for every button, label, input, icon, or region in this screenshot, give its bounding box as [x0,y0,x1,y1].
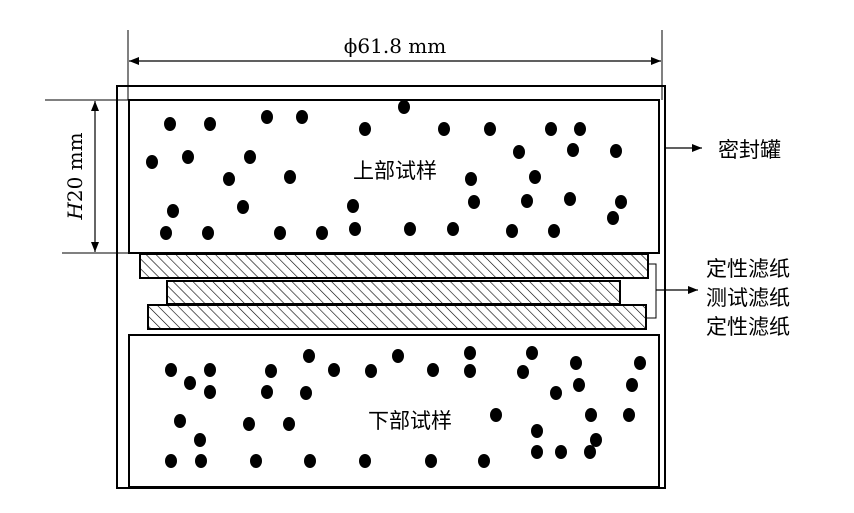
particle [634,356,646,370]
particle [398,100,410,114]
particle [584,445,596,459]
particle [517,365,529,379]
particle [506,224,518,238]
particle [347,199,359,213]
particle [531,424,543,438]
particle [328,363,340,377]
particle [392,349,404,363]
particle [610,144,622,158]
particle [265,364,277,378]
lower-sample-particles [165,346,646,468]
particle [607,211,619,225]
particle [182,150,194,164]
particle [174,414,186,428]
particle [615,195,627,209]
particle [261,385,273,399]
particle [202,226,214,240]
particle [464,364,476,378]
particle [204,363,216,377]
particle [425,454,437,468]
particle [165,454,177,468]
height-label: H20 mm [63,132,87,220]
particle [529,170,541,184]
particle [195,454,207,468]
particle [590,433,602,447]
particle [404,222,416,236]
particle [296,110,308,124]
particle [573,378,585,392]
particle [465,172,477,186]
filter-top-label: 定性滤纸 [706,257,790,281]
particle [359,122,371,136]
particle [283,417,295,431]
particle [237,200,249,214]
particle [284,170,296,184]
particle [303,349,315,363]
qualitative-filter-paper-bottom [147,304,647,330]
upper-sample-label: 上部试样 [353,159,437,183]
particle [623,408,635,422]
particle [447,222,459,236]
particle [365,364,377,378]
particle [194,433,206,447]
particle [438,122,450,136]
qualitative-filter-paper-top [139,253,649,279]
particle [184,376,196,390]
particle [274,226,286,240]
particle [570,356,582,370]
diameter-label: ϕ61.8 mm [344,34,446,58]
particle [223,172,235,186]
particle [316,226,328,240]
diameter-dimension: ϕ61.8 mm [127,30,663,100]
sealed-tank-label: 密封罐 [718,138,781,162]
particle [521,194,533,208]
particle [564,192,576,206]
lower-sample-label: 下部试样 [368,409,452,433]
upper-sample-particles [146,100,627,240]
upper-sample [128,99,660,254]
particle [567,143,579,157]
particle [626,378,638,392]
particle [261,110,273,124]
particle [478,454,490,468]
particle [490,408,502,422]
particle [574,122,586,136]
sealed-tank-callout: 密封罐 [665,138,781,162]
particle [359,454,371,468]
test-filter-paper [166,280,621,305]
filter-test-label: 测试滤纸 [706,286,790,310]
filter-bottom-label: 定性滤纸 [706,315,790,339]
particle [548,224,560,238]
particle [164,117,176,131]
particle [204,117,216,131]
particle [531,445,543,459]
particle [349,222,361,236]
particle [167,204,179,218]
particle [526,346,538,360]
particle [555,445,567,459]
particle [304,454,316,468]
particle [468,195,480,209]
particle [300,386,312,400]
particle [244,150,256,164]
particle [550,386,562,400]
particle [204,385,216,399]
particle [464,346,476,360]
particle [484,122,496,136]
particle [250,454,262,468]
particle [160,226,172,240]
particle [146,155,158,169]
height-dimension: H20 mm [45,99,129,254]
filter-callout: 定性滤纸 测试滤纸 定性滤纸 [646,257,790,339]
particle [243,417,255,431]
particle [165,363,177,377]
particle [427,363,439,377]
particle [513,145,525,159]
particle [545,122,557,136]
particle [585,408,597,422]
